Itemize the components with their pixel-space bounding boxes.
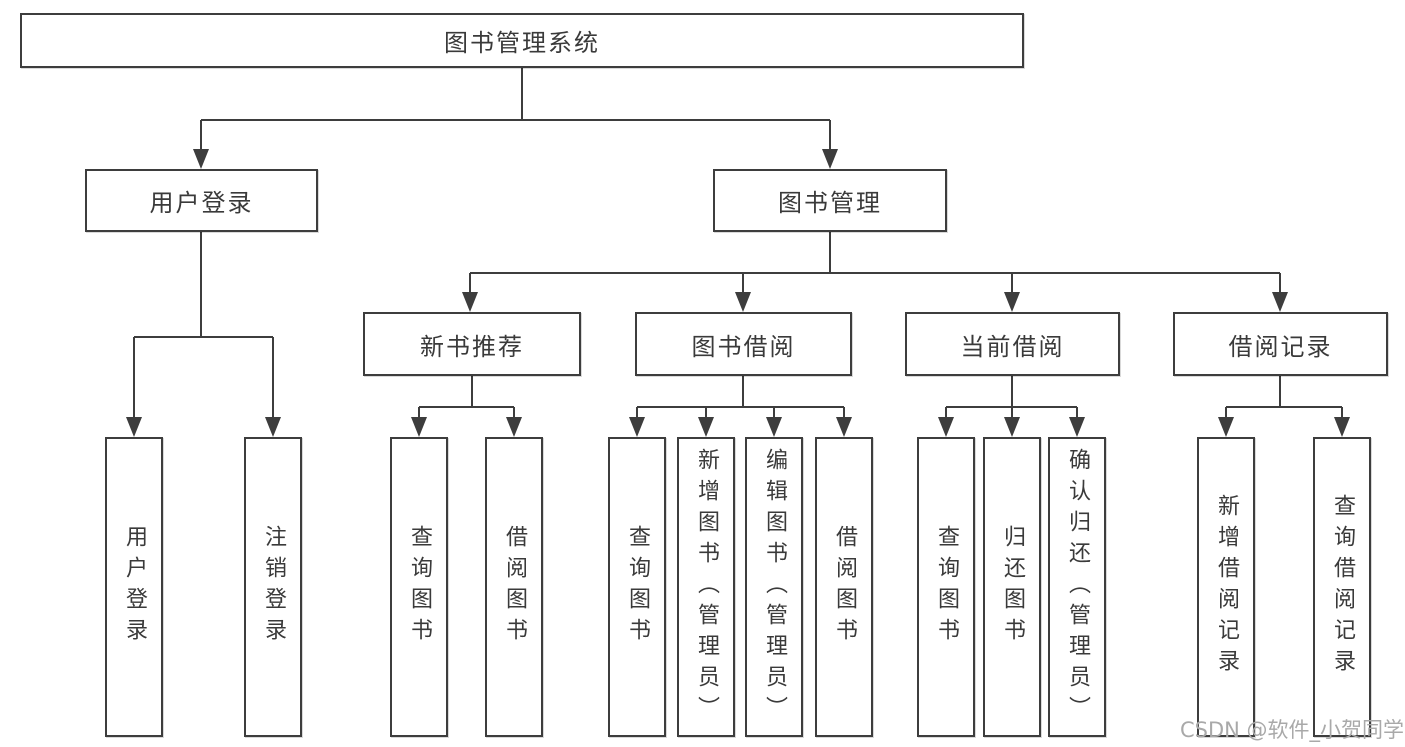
leaf-label: 查询图书 bbox=[934, 525, 959, 649]
node-label: 图书管理 bbox=[778, 189, 882, 217]
node-label: 当前借阅 bbox=[960, 332, 1065, 361]
leaf-logout: 注销登录 bbox=[244, 437, 302, 737]
leaf-label: 借阅图书 bbox=[502, 525, 527, 649]
leaf-add-borrow-record: 新增借阅记录 bbox=[1197, 437, 1255, 737]
leaf-query-books-recommend: 查询图书 bbox=[390, 437, 448, 737]
node-book-borrow: 图书借阅 bbox=[635, 312, 852, 376]
node-label: 用户登录 bbox=[149, 189, 254, 217]
leaf-user-login: 用户登录 bbox=[105, 437, 163, 737]
leaf-query-borrow-record: 查询借阅记录 bbox=[1313, 437, 1371, 737]
node-label: 图书借阅 bbox=[691, 332, 796, 361]
leaf-label: 用户登录 bbox=[122, 525, 147, 649]
leaf-label: 归还图书 bbox=[1000, 525, 1025, 649]
leaf-return-book: 归还图书 bbox=[983, 437, 1041, 737]
leaf-label: 确认归还（管理员） bbox=[1065, 447, 1090, 727]
leaf-add-book-admin: 新增图书（管理员） bbox=[677, 437, 735, 737]
node-book-management: 图书管理 bbox=[713, 169, 947, 232]
node-library-management-system: 图书管理系统 bbox=[20, 13, 1024, 68]
leaf-label: 新增借阅记录 bbox=[1214, 494, 1239, 680]
leaf-confirm-return-admin: 确认归还（管理员） bbox=[1048, 437, 1106, 737]
leaf-query-books-current: 查询图书 bbox=[917, 437, 975, 737]
leaf-label: 借阅图书 bbox=[832, 525, 857, 649]
leaf-borrow-books: 借阅图书 bbox=[815, 437, 873, 737]
leaf-label: 编辑图书（管理员） bbox=[762, 447, 787, 727]
leaf-label: 查询借阅记录 bbox=[1330, 494, 1355, 680]
node-borrow-records: 借阅记录 bbox=[1173, 312, 1388, 376]
node-current-borrow: 当前借阅 bbox=[905, 312, 1120, 376]
node-user-login: 用户登录 bbox=[85, 169, 318, 232]
leaf-label: 注销登录 bbox=[261, 525, 286, 649]
node-label: 借阅记录 bbox=[1228, 332, 1333, 361]
leaf-query-books-borrow: 查询图书 bbox=[608, 437, 666, 737]
leaf-label: 查询图书 bbox=[625, 525, 650, 649]
leaf-label: 新增图书（管理员） bbox=[694, 447, 719, 727]
node-label: 新书推荐 bbox=[420, 332, 524, 361]
node-label: 图书管理系统 bbox=[444, 29, 600, 57]
node-new-book-recommend: 新书推荐 bbox=[363, 312, 581, 376]
leaf-borrow-books-recommend: 借阅图书 bbox=[485, 437, 543, 737]
leaf-edit-book-admin: 编辑图书（管理员） bbox=[745, 437, 803, 737]
leaf-label: 查询图书 bbox=[407, 525, 432, 649]
csdn-watermark: CSDN @软件_小贺同学 bbox=[1180, 718, 1405, 742]
